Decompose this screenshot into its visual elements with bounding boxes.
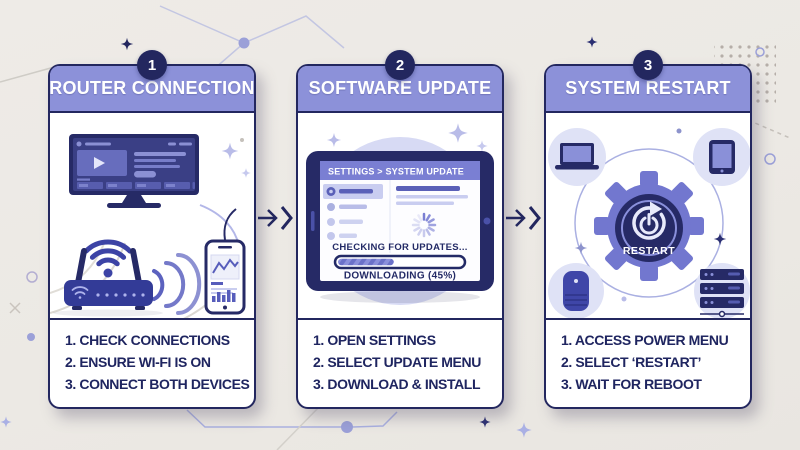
system-restart-illustration: RESTART bbox=[548, 128, 750, 318]
step-item: 1. OPEN SETTINGS bbox=[313, 331, 436, 348]
gear-icon: RESTART bbox=[594, 171, 704, 281]
router-illustration-area bbox=[50, 113, 254, 318]
sparkle-icon bbox=[713, 232, 727, 246]
restart-illustration-area: RESTART bbox=[546, 113, 750, 318]
tablet-screen-title: SETTINGS > SYSTEM UPDATE bbox=[328, 167, 464, 177]
panel-title: ROUTER CONNECTION bbox=[49, 78, 255, 98]
badge-number: 1 bbox=[147, 56, 157, 74]
smart-speaker-icon bbox=[563, 271, 589, 311]
badge-number: 3 bbox=[643, 56, 653, 74]
restart-icon bbox=[632, 201, 666, 240]
badge-number: 2 bbox=[395, 56, 405, 74]
step-number-badge: 3 bbox=[633, 50, 663, 80]
arrow-right-icon bbox=[258, 206, 293, 230]
diagonal-line bbox=[276, 403, 323, 450]
step-number-badge: 2 bbox=[385, 50, 415, 80]
step-item: 2. SELECT UPDATE MENU bbox=[313, 353, 481, 370]
update-status-text: CHECKING FOR UPDATES... bbox=[332, 242, 468, 253]
step-number-badge: 1 bbox=[137, 50, 167, 80]
step-item: 1. CHECK CONNECTIONS bbox=[65, 331, 230, 348]
settings-menu bbox=[323, 184, 383, 240]
progress-bar bbox=[333, 254, 467, 270]
constellation-node bbox=[238, 37, 250, 49]
sparkle-icon bbox=[120, 37, 134, 51]
wifi-signal-icon bbox=[83, 239, 133, 278]
router-connection-illustration bbox=[50, 134, 251, 318]
constellation-line bbox=[352, 411, 398, 428]
steps-list: 1. OPEN SETTINGS 2. SELECT UPDATE MENU 3… bbox=[298, 318, 502, 407]
circle-ornament bbox=[26, 271, 38, 283]
server-icon bbox=[700, 269, 744, 318]
step-item: 3. CONNECT BOTH DEVICES bbox=[65, 375, 250, 392]
panel-system-restart: 3 SYSTEM RESTART bbox=[544, 50, 752, 409]
panel-title: SOFTWARE UPDATE bbox=[308, 78, 492, 98]
router-icon bbox=[53, 248, 163, 317]
constellation-line bbox=[243, 15, 345, 49]
constellation-line bbox=[186, 409, 341, 428]
smartphone-icon bbox=[204, 208, 246, 315]
sparkle-icon bbox=[516, 422, 532, 438]
gear-label: RESTART bbox=[623, 245, 675, 257]
step-item: 1. ACCESS POWER MENU bbox=[561, 331, 729, 348]
spinner-icon bbox=[411, 212, 437, 238]
panel-header: SOFTWARE UPDATE bbox=[298, 66, 502, 113]
step-item: 3. DOWNLOAD & INSTALL bbox=[313, 375, 481, 392]
circle-ornament bbox=[764, 153, 776, 165]
sparkle-icon bbox=[327, 133, 341, 147]
dot-ornament bbox=[27, 333, 35, 341]
sparkle-icon bbox=[221, 142, 239, 160]
sparkle-icon bbox=[586, 36, 598, 48]
smart-tv-icon bbox=[69, 134, 199, 208]
panel-software-update: 2 SOFTWARE UPDATE bbox=[296, 50, 504, 409]
step-item: 2. SELECT ‘RESTART’ bbox=[561, 353, 701, 370]
panel-title: SYSTEM RESTART bbox=[565, 78, 731, 98]
steps-list: 1. ACCESS POWER MENU 2. SELECT ‘RESTART’… bbox=[546, 318, 750, 407]
sparkle-icon bbox=[479, 416, 491, 428]
circle-ornament bbox=[755, 47, 765, 57]
sparkle-icon bbox=[241, 168, 251, 178]
cross-ornament bbox=[9, 302, 21, 314]
software-update-illustration: SETTINGS > SYSTEM UPDATE bbox=[306, 123, 494, 305]
dashed-line bbox=[747, 119, 791, 139]
constellation-node bbox=[341, 421, 353, 433]
arrow-right-icon bbox=[506, 206, 541, 230]
sparkle-icon bbox=[0, 416, 12, 428]
step-item: 2. ENSURE WI-FI IS ON bbox=[65, 353, 211, 370]
tablet-update-icon: SETTINGS > SYSTEM UPDATE bbox=[306, 151, 494, 291]
tablet-icon bbox=[709, 140, 735, 174]
sparkle-icon bbox=[476, 140, 488, 152]
sparkle-icon bbox=[574, 241, 588, 255]
panel-router-connection: 1 ROUTER CONNECTION bbox=[48, 50, 256, 409]
signal-waves-icon bbox=[152, 253, 202, 315]
step-item: 3. WAIT FOR REBOOT bbox=[561, 375, 702, 392]
progress-fill bbox=[338, 258, 394, 266]
sparkle-icon bbox=[448, 123, 468, 143]
download-label: DOWNLOADING (45%) bbox=[344, 271, 456, 282]
steps-list: 1. CHECK CONNECTIONS 2. ENSURE WI-FI IS … bbox=[50, 318, 254, 407]
update-illustration-area: SETTINGS > SYSTEM UPDATE bbox=[298, 113, 502, 318]
laptop-icon bbox=[555, 143, 599, 170]
